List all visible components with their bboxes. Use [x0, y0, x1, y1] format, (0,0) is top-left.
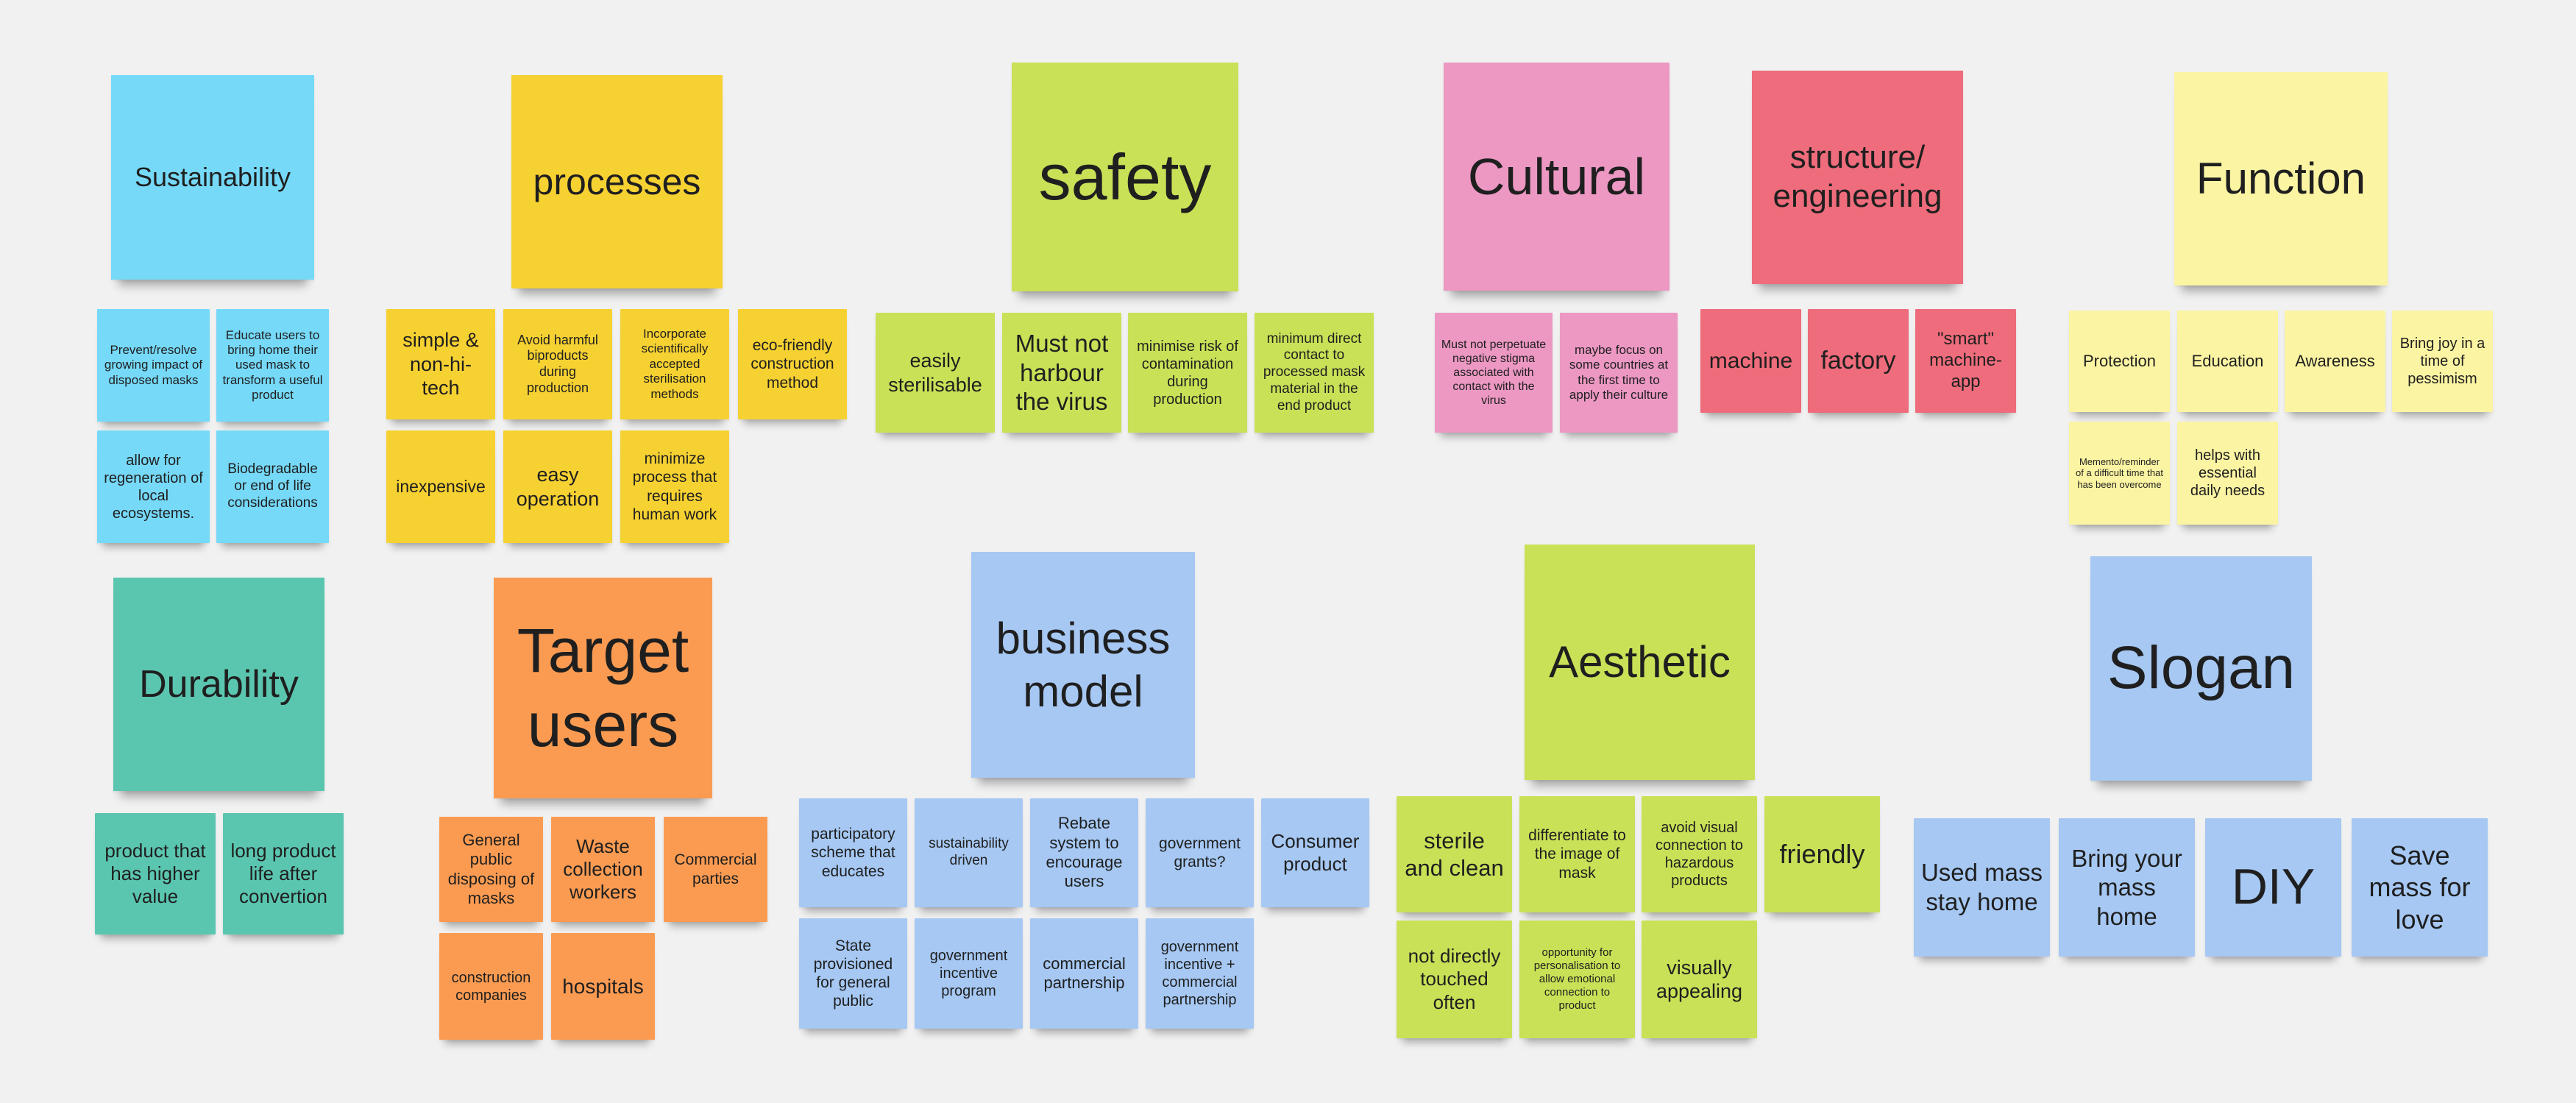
- header-text: Durability: [139, 662, 299, 706]
- sticky-note[interactable]: friendly: [1764, 796, 1880, 912]
- sticky-note[interactable]: Educate users to bring home their used m…: [216, 309, 329, 422]
- sticky-note[interactable]: machine: [1700, 309, 1801, 413]
- sticky-note[interactable]: Must not perpetuate negative stigma asso…: [1435, 313, 1553, 433]
- sticky-note[interactable]: Must not harbour the virus: [1002, 313, 1121, 433]
- sticky-note[interactable]: Prevent/resolve growing impact of dispos…: [97, 309, 210, 422]
- sticky-note[interactable]: Memento/reminder of a difficult time tha…: [2069, 422, 2170, 525]
- header-note-slogan[interactable]: Slogan: [2090, 556, 2312, 781]
- sticky-note[interactable]: easy operation: [503, 430, 612, 543]
- sticky-note[interactable]: avoid visual connection to hazardous pro…: [1642, 796, 1757, 912]
- sticky-note[interactable]: Waste collection workers: [551, 817, 655, 922]
- header-text: Target users: [517, 616, 689, 759]
- sticky-note[interactable]: Education: [2177, 311, 2278, 412]
- sticky-note[interactable]: participatory scheme that educates: [799, 798, 907, 907]
- sticky-note[interactable]: Avoid harmful biproducts during producti…: [503, 309, 612, 419]
- sticky-note[interactable]: Protection: [2069, 311, 2170, 412]
- sticky-note[interactable]: hospitals: [551, 933, 655, 1040]
- sticky-note[interactable]: product that has higher value: [95, 813, 216, 934]
- sticky-note[interactable]: Bring joy in a time of pessimism: [2392, 311, 2493, 412]
- header-text: business model: [996, 613, 1171, 716]
- sticky-note[interactable]: Rebate system to encourage users: [1030, 798, 1138, 907]
- header-note-sustainability[interactable]: Sustainability: [111, 75, 314, 280]
- sticky-note[interactable]: sustainability driven: [915, 798, 1023, 907]
- sticky-note[interactable]: government incentive + commercial partne…: [1146, 918, 1254, 1029]
- header-note-business-model[interactable]: business model: [971, 552, 1195, 778]
- sticky-note[interactable]: minimum direct contact to processed mask…: [1255, 313, 1374, 433]
- sticky-note[interactable]: Consumer product: [1261, 798, 1369, 907]
- sticky-note[interactable]: allow for regeneration of local ecosyste…: [97, 430, 210, 543]
- sticky-note[interactable]: construction companies: [439, 933, 543, 1040]
- sticky-note[interactable]: Commercial parties: [664, 817, 767, 922]
- sticky-note[interactable]: General public disposing of masks: [439, 817, 543, 922]
- sticky-note[interactable]: factory: [1808, 309, 1909, 413]
- sticky-note[interactable]: government grants?: [1146, 798, 1254, 907]
- sticky-note[interactable]: differentiate to the image of mask: [1519, 796, 1635, 912]
- sticky-note[interactable]: helps with essential daily needs: [2177, 422, 2278, 525]
- sticky-note[interactable]: opportunity for personalisation to allow…: [1519, 921, 1635, 1038]
- sticky-note[interactable]: Incorporate scientifically accepted ster…: [620, 309, 729, 419]
- sticky-note[interactable]: Awareness: [2285, 311, 2385, 412]
- header-note-function[interactable]: Function: [2174, 72, 2388, 285]
- header-note-aesthetic[interactable]: Aesthetic: [1525, 545, 1755, 780]
- sticky-note[interactable]: easily sterilisable: [876, 313, 995, 433]
- header-text: safety: [1038, 140, 1212, 213]
- sticky-note[interactable]: simple & non-hi-tech: [386, 309, 495, 419]
- header-note-structure[interactable]: structure/ engineering: [1752, 71, 1963, 284]
- header-note-target-users[interactable]: Target users: [494, 578, 712, 798]
- header-note-safety[interactable]: safety: [1012, 63, 1238, 291]
- sticky-note[interactable]: visually appealing: [1642, 921, 1757, 1038]
- header-note-processes[interactable]: processes: [511, 75, 723, 288]
- header-text: structure/ engineering: [1773, 139, 1942, 214]
- sticky-note[interactable]: minimise risk of contamination during pr…: [1128, 313, 1247, 433]
- sticky-note[interactable]: State provisioned for general public: [799, 918, 907, 1029]
- sticky-note[interactable]: minimize process that requires human wor…: [620, 430, 729, 543]
- sticky-note[interactable]: sterile and clean: [1397, 796, 1512, 912]
- header-text: Cultural: [1467, 148, 1646, 205]
- sticky-note[interactable]: Biodegradable or end of life considerati…: [216, 430, 329, 543]
- sticky-note[interactable]: Used mass stay home: [1914, 818, 2050, 957]
- sticky-note[interactable]: Bring your mass home: [2059, 818, 2195, 957]
- sticky-note[interactable]: DIY: [2205, 818, 2341, 957]
- header-text: Sustainability: [134, 162, 291, 193]
- sticky-note[interactable]: government incentive program: [915, 918, 1023, 1029]
- sticky-note[interactable]: Save mass for love: [2352, 818, 2488, 957]
- sticky-note[interactable]: eco-friendly construction method: [738, 309, 847, 419]
- header-note-cultural[interactable]: Cultural: [1444, 63, 1670, 291]
- sticky-note[interactable]: not directly touched often: [1397, 921, 1512, 1038]
- sticky-note[interactable]: long product life after convertion: [223, 813, 344, 934]
- header-text: Slogan: [2107, 634, 2296, 702]
- header-text: Function: [2196, 154, 2366, 203]
- header-note-durability[interactable]: Durability: [113, 578, 324, 791]
- header-text: processes: [533, 161, 701, 202]
- sticky-note[interactable]: inexpensive: [386, 430, 495, 543]
- sticky-note[interactable]: commercial partnership: [1030, 918, 1138, 1029]
- sticky-note[interactable]: maybe focus on some countries at the fir…: [1560, 313, 1678, 433]
- header-text: Aesthetic: [1549, 637, 1731, 687]
- sticky-note[interactable]: "smart" machine-app: [1915, 309, 2016, 413]
